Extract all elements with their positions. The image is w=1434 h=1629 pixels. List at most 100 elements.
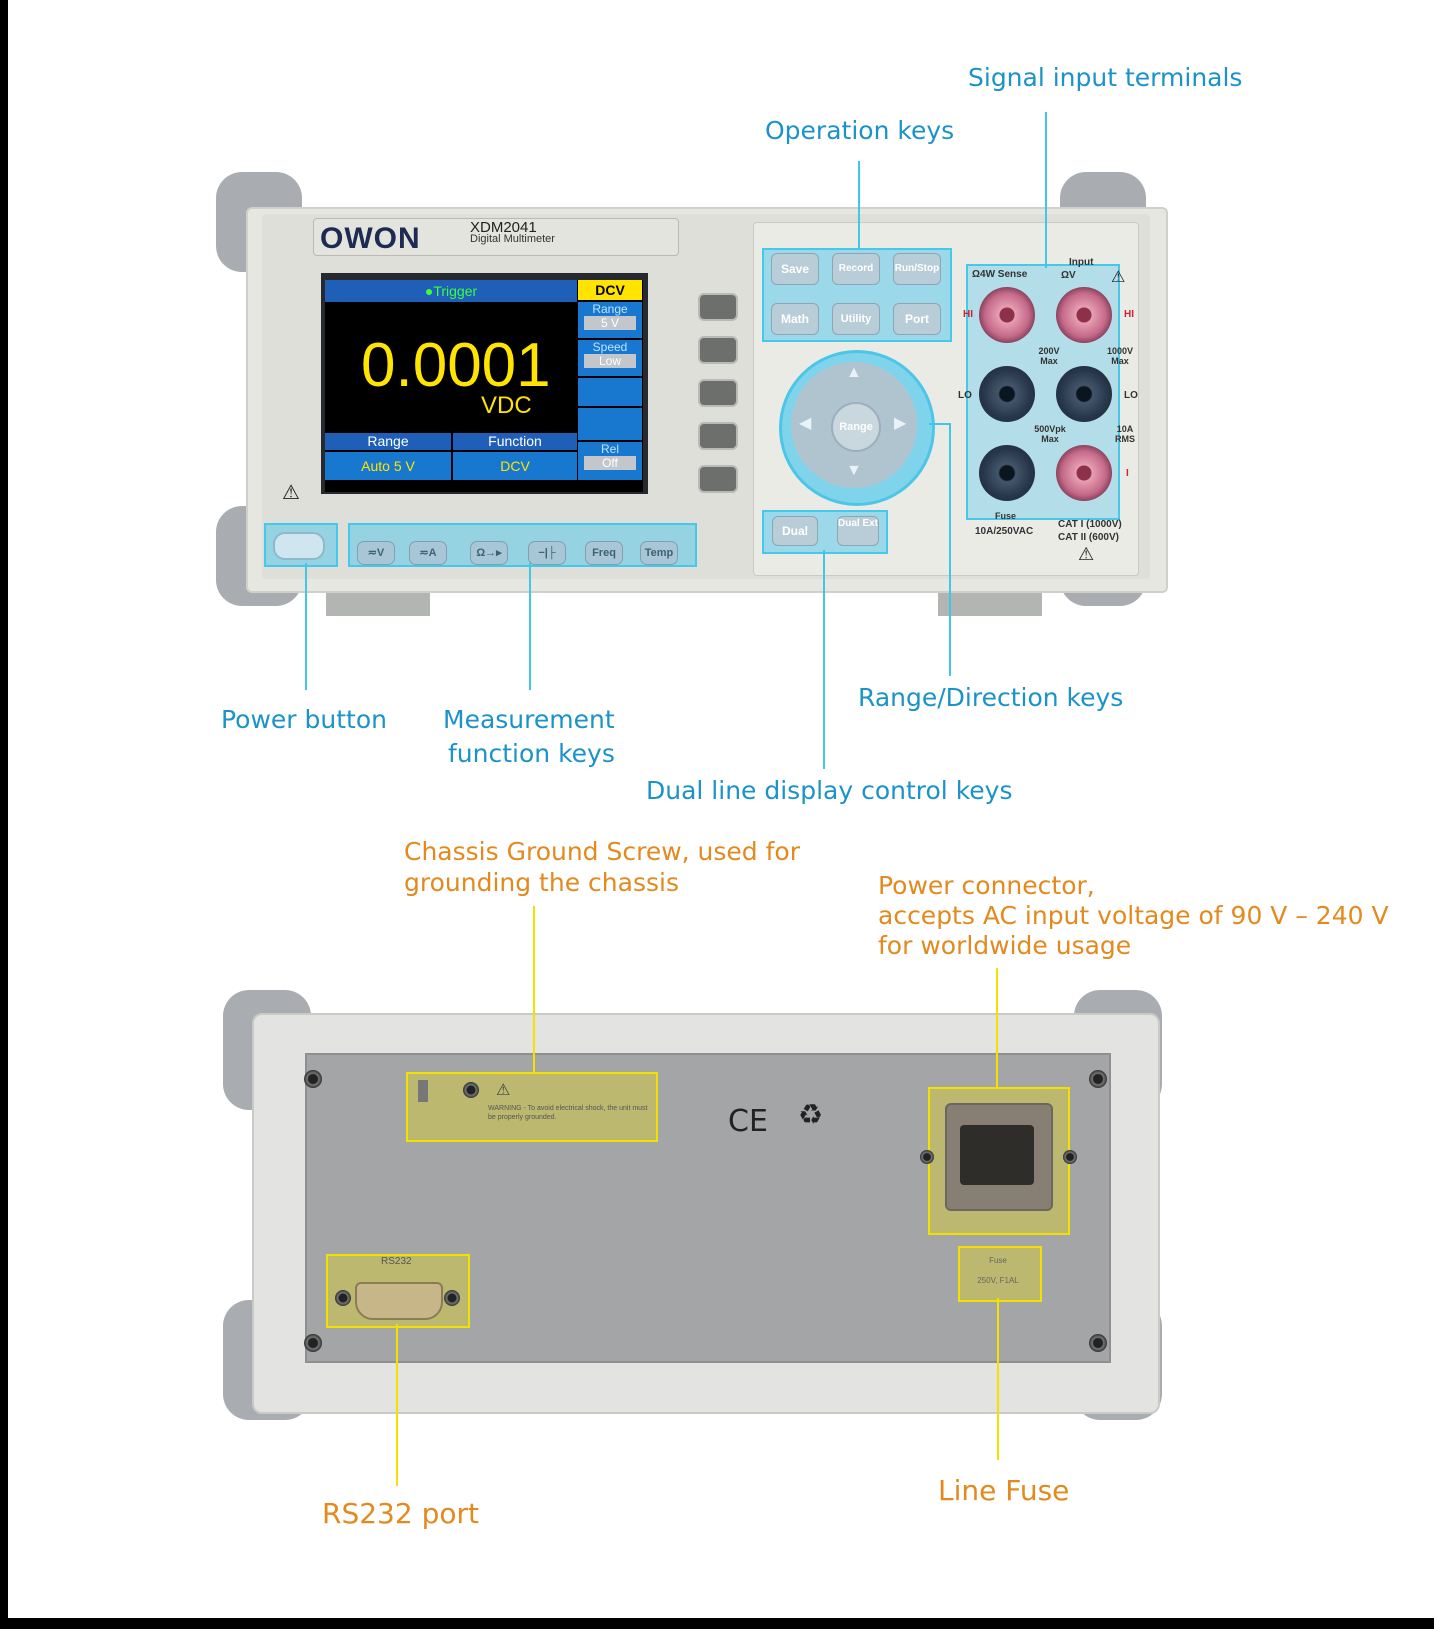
- diagram-canvas: OWON XDM2041 Digital Multimeter ●Trigger…: [8, 0, 1434, 1618]
- function-keys-highlight: [348, 523, 697, 567]
- freq-key[interactable]: Freq: [585, 541, 623, 565]
- cat-warning-icon: ⚠: [1078, 544, 1095, 564]
- math-key[interactable]: Math: [771, 303, 819, 335]
- softkey-3[interactable]: [698, 379, 738, 407]
- power-connector-label-3: for worldwide usage: [878, 931, 1132, 960]
- chassis-ground-screw[interactable]: [463, 1082, 479, 1098]
- range-keys-leader: [949, 423, 951, 676]
- side-speed-value: Low: [584, 354, 636, 368]
- v500-label: 500Vpk Max: [1034, 424, 1066, 444]
- chassis-ground-highlight: [406, 1072, 658, 1142]
- side-rel-label: Rel: [600, 442, 619, 456]
- input-hi-jack[interactable]: [1056, 287, 1112, 343]
- power-button[interactable]: [273, 532, 325, 560]
- dual-key[interactable]: Dual: [772, 516, 818, 546]
- rs232-screw-left: [335, 1290, 351, 1306]
- fuse-rating: 10A/250VAC: [975, 526, 1034, 537]
- power-connector-label-2: accepts AC input voltage of 90 V – 240 V: [878, 901, 1389, 930]
- line-fuse-label: Line Fuse: [938, 1474, 1070, 1507]
- model-name: XDM2041: [470, 219, 537, 236]
- fuse-label-rear: Fuse: [989, 1256, 1007, 1265]
- bottom-function-value: DCV: [453, 452, 577, 480]
- bottom-range-header: Range: [325, 433, 451, 450]
- left-arrow-key[interactable]: ◀: [799, 415, 812, 432]
- i-label: I: [1126, 468, 1129, 479]
- current-jack[interactable]: [1056, 445, 1112, 501]
- hi-right-label: HI: [1124, 309, 1134, 320]
- port-key[interactable]: Port: [893, 303, 941, 335]
- brand-logo: OWON: [320, 222, 421, 256]
- fuse-rating-rear: 250V, F1AL: [977, 1276, 1019, 1285]
- record-key[interactable]: Record: [832, 253, 880, 285]
- hi-left-label: HI: [963, 309, 973, 320]
- side-range-value: 5 V: [584, 316, 636, 330]
- input-lo-jack[interactable]: [1056, 366, 1112, 422]
- softkey-5[interactable]: [698, 465, 738, 493]
- trigger-status: ●Trigger: [325, 280, 577, 302]
- ce-mark: CE: [728, 1104, 768, 1139]
- v200-label: 200V Max: [1038, 346, 1060, 366]
- power-button-label: Power button: [221, 705, 387, 734]
- power-connector-label-1: Power connector,: [878, 871, 1095, 900]
- sense-lo-jack[interactable]: [979, 366, 1035, 422]
- softkey-1[interactable]: [698, 293, 738, 321]
- ground-warning-icon: ⚠: [496, 1082, 511, 1099]
- range-direction-keys-label: Range/Direction keys: [858, 683, 1124, 712]
- line-fuse-leader: [997, 1298, 999, 1460]
- warning-triangle-icon: ⚠: [282, 482, 300, 504]
- temp-key[interactable]: Temp: [640, 541, 678, 565]
- ground-warning-text: WARNING - To avoid electrical shock, the…: [488, 1105, 648, 1121]
- dci-aci-key[interactable]: ≂A: [409, 541, 447, 565]
- save-key[interactable]: Save: [771, 253, 819, 285]
- rs232-db9-connector[interactable]: [355, 1282, 443, 1320]
- softkey-2[interactable]: [698, 336, 738, 364]
- utility-key[interactable]: Utility: [832, 303, 880, 335]
- model-subtitle: Digital Multimeter: [470, 233, 555, 245]
- dcv-acv-key[interactable]: ≂V: [357, 541, 395, 565]
- chassis-ground-label-1: Chassis Ground Screw, used for: [404, 837, 800, 866]
- input-sub-label: ΩV: [1061, 270, 1076, 281]
- mode-badge: DCV: [578, 280, 642, 300]
- range-key[interactable]: Range: [831, 402, 881, 452]
- rs232-screw-right: [444, 1290, 460, 1306]
- signal-terminals-leader: [1045, 112, 1047, 268]
- front-foot-left: [326, 590, 430, 616]
- dual-keys-leader: [823, 550, 825, 769]
- signal-input-terminals-label: Signal input terminals: [968, 63, 1243, 92]
- dual-line-display-control-keys-label: Dual line display control keys: [646, 776, 1013, 805]
- chassis-ground-label-2: grounding the chassis: [404, 868, 679, 897]
- bottom-function-header: Function: [453, 433, 577, 450]
- side-rel: Rel Off: [578, 442, 642, 480]
- run-stop-key[interactable]: Run/Stop: [893, 253, 941, 285]
- rs232-port-label: RS232 port: [322, 1497, 479, 1530]
- side-range: Range 5 V: [578, 302, 642, 338]
- softkey-4[interactable]: [698, 422, 738, 450]
- input-label: Input: [1069, 257, 1094, 268]
- reading-unit: VDC: [481, 392, 532, 419]
- cat1-label: CAT I (1000V): [1058, 519, 1122, 530]
- lo-left-label: LO: [958, 390, 972, 401]
- side-range-label: Range: [592, 302, 628, 316]
- side-speed: Speed Low: [578, 340, 642, 376]
- power-button-leader: [305, 563, 307, 690]
- lcd-screen: ●Trigger DCV 0.0001 VDC Range 5 V Speed …: [325, 280, 643, 492]
- down-arrow-key[interactable]: ▼: [846, 462, 862, 479]
- operation-keys-label: Operation keys: [765, 116, 955, 145]
- measurement-function-keys-label-2: function keys: [448, 739, 615, 768]
- inlet-screw-right: [1063, 1150, 1077, 1164]
- rear-screw-tr: [1089, 1070, 1107, 1088]
- capacitance-key[interactable]: −|├: [528, 541, 566, 565]
- bottom-range-value: Auto 5 V: [325, 452, 451, 480]
- iec-inlet-socket: [960, 1125, 1034, 1185]
- ohm-continuity-key[interactable]: Ω→▸: [470, 541, 508, 565]
- measurement-function-keys-label-1: Measurement: [443, 705, 615, 734]
- up-arrow-key[interactable]: ▲: [846, 364, 862, 381]
- right-arrow-key[interactable]: ▶: [894, 415, 907, 432]
- main-reading: 0.0001: [361, 331, 551, 400]
- front-foot-right: [938, 590, 1042, 616]
- dual-ext-key[interactable]: Dual Ext: [837, 516, 879, 546]
- rs232-label-rear: RS232: [381, 1256, 412, 1267]
- fuse-holder[interactable]: [979, 445, 1035, 501]
- v1000-label: 1000V Max: [1106, 346, 1134, 366]
- sense-hi-jack[interactable]: [979, 287, 1035, 343]
